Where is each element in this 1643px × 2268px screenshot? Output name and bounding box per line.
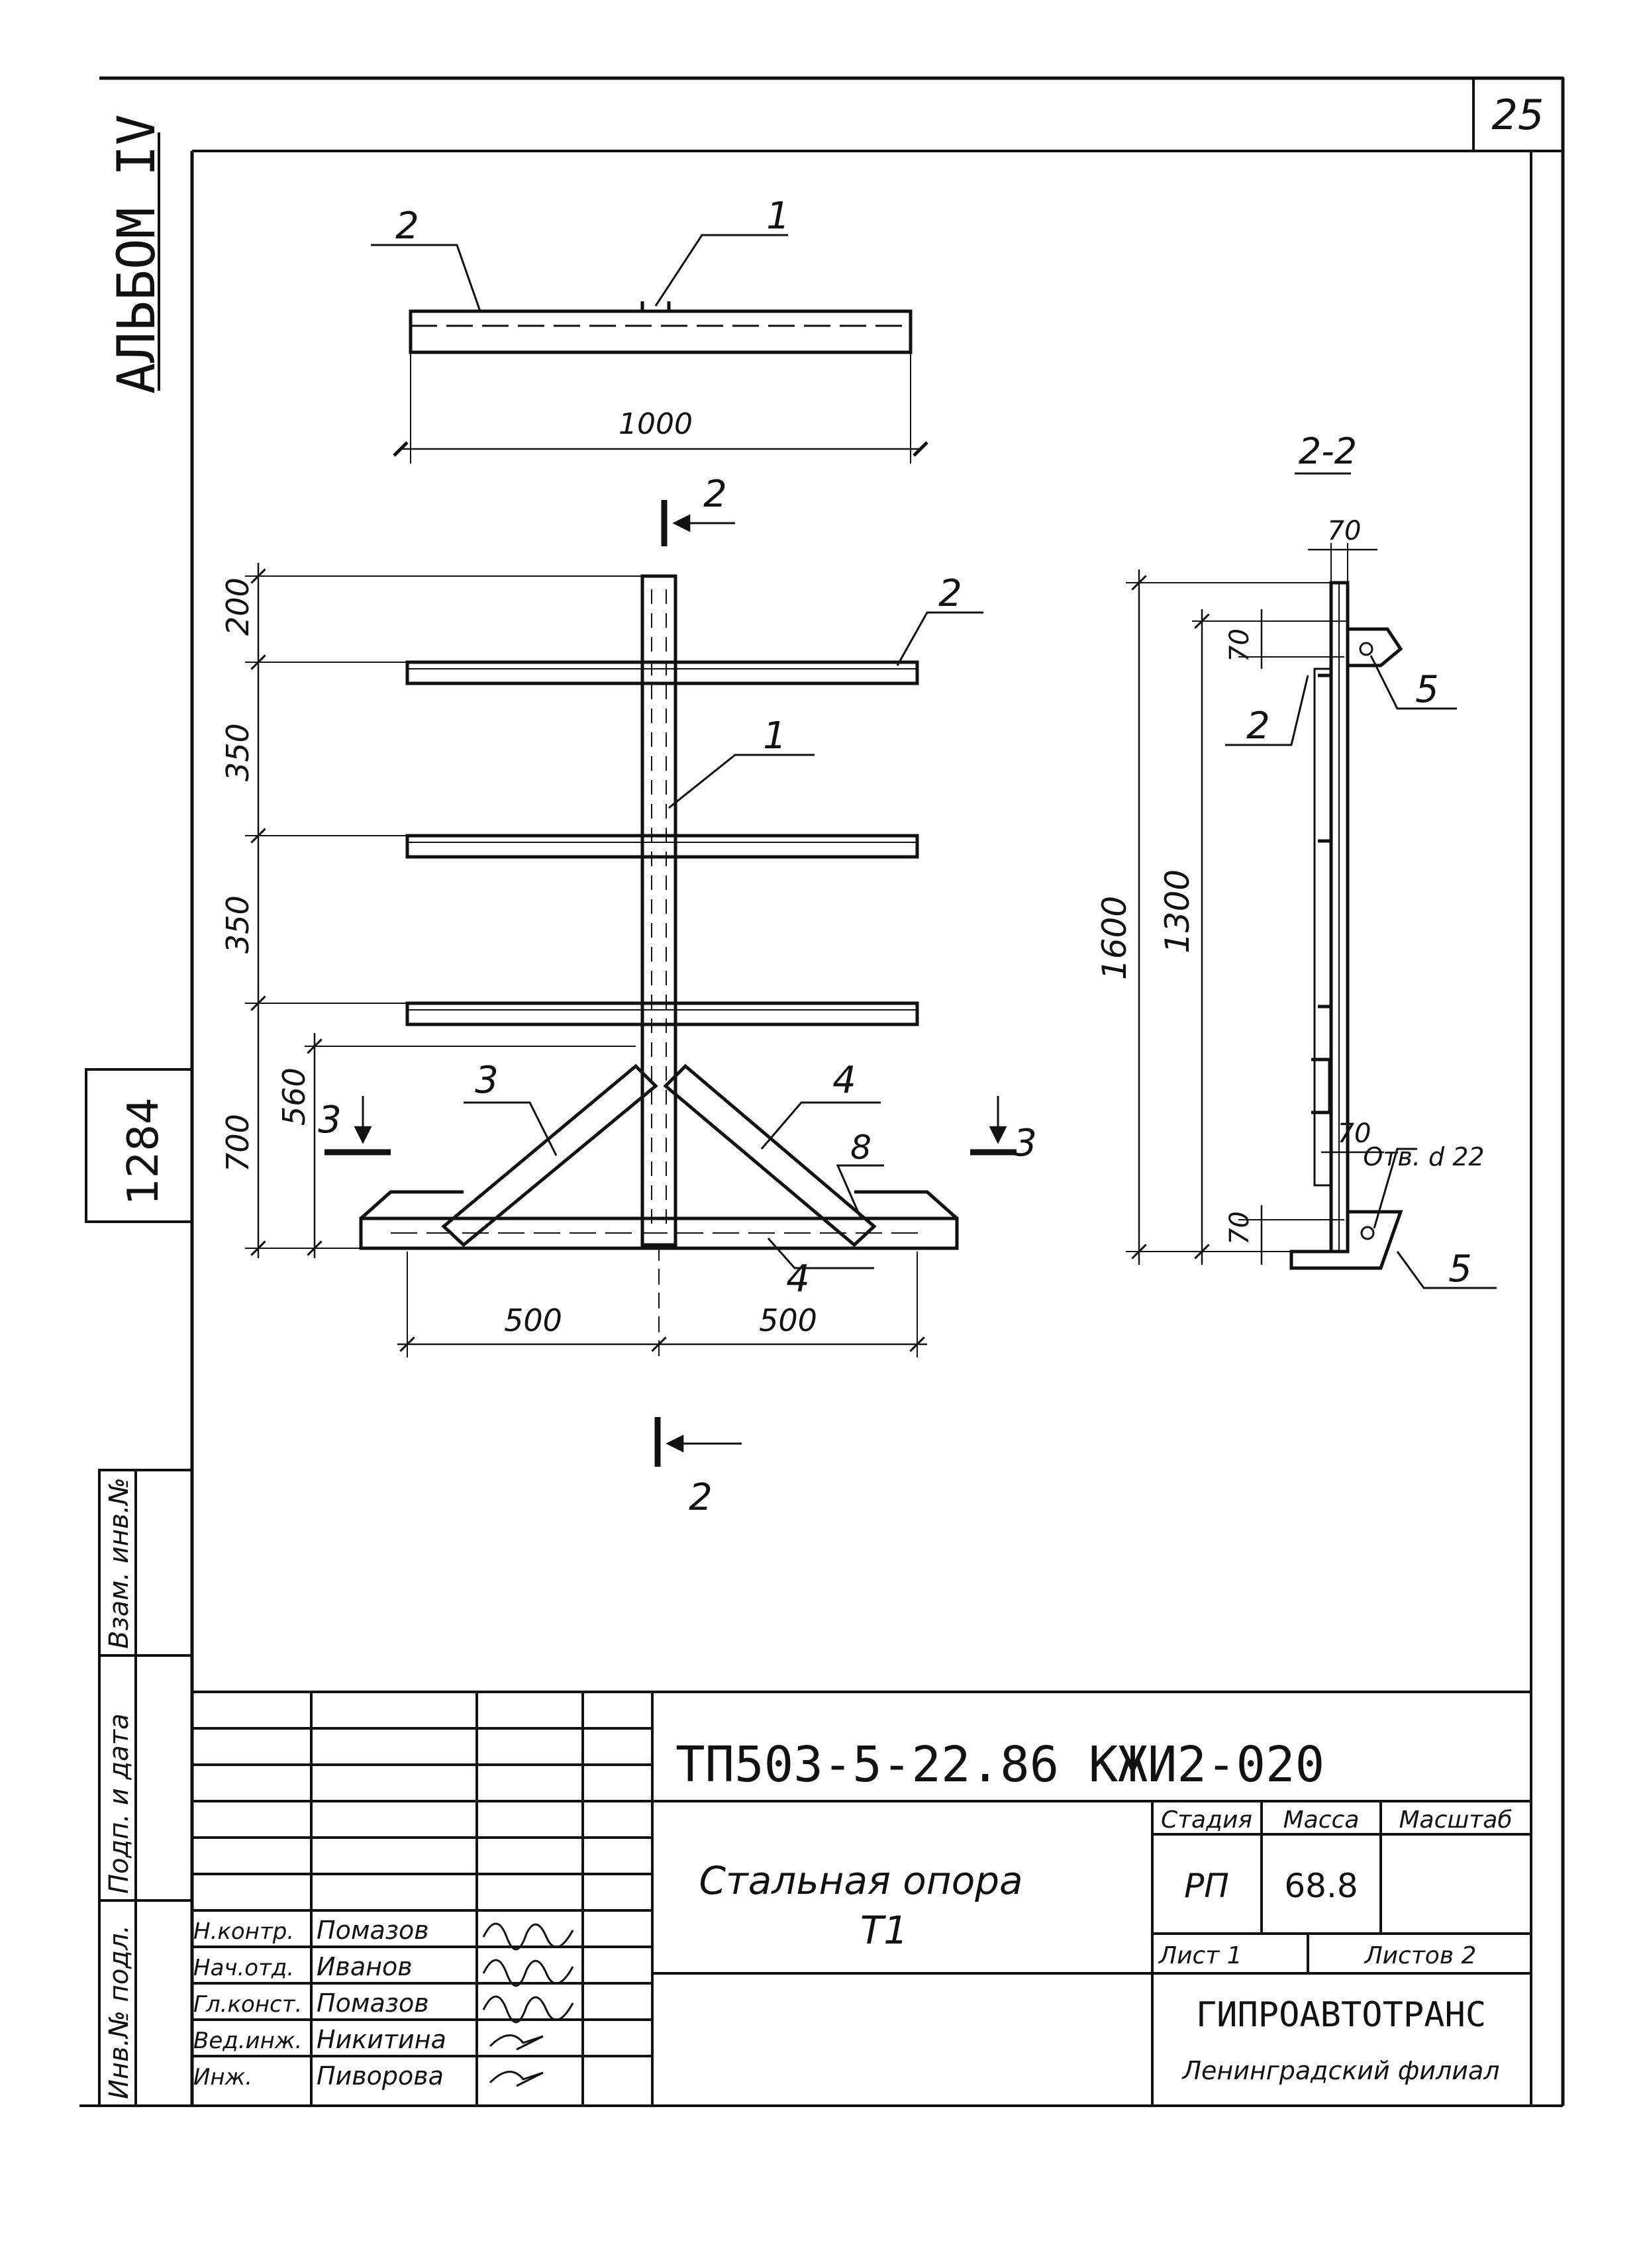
scale-header: Масштаб <box>1399 1806 1512 1834</box>
stamp-podp-data: Подп. и дата <box>104 1714 134 1894</box>
dim-500-left: 500 <box>504 1303 562 1338</box>
section-2-2 <box>1126 472 1497 1289</box>
stamp-vzam-inv: Взам. инв.№ <box>104 1477 134 1649</box>
sig-name-5: Пиворова <box>317 2061 444 2091</box>
handwritten-signatures <box>482 1922 574 2087</box>
sec-callout-5-bottom: 5 <box>1448 1248 1472 1291</box>
title-block <box>192 1691 1531 2106</box>
sec-dim-1300: 1300 <box>1158 869 1197 954</box>
section-marks <box>324 500 1017 1467</box>
section-mark-top: 2 <box>703 473 727 516</box>
sig-role-1: Н.контр. <box>193 1918 294 1945</box>
top-view <box>371 234 928 464</box>
dim-200: 200 <box>220 577 256 636</box>
sig-name-1: Помазов <box>317 1916 429 1945</box>
side-number: 1284 <box>119 1097 168 1205</box>
dim-560: 560 <box>276 1067 312 1126</box>
sig-role-5: Инж. <box>193 2064 252 2091</box>
doc-code: ТП503-5-22.86 КЖИ2-020 <box>675 1736 1324 1793</box>
doc-item: Т1 <box>860 1908 908 1953</box>
section-mark-right: 3 <box>1013 1122 1037 1165</box>
sig-name-4: Никитина <box>317 2025 446 2054</box>
top-view-callout-2: 2 <box>395 205 419 248</box>
sheet-frame <box>79 76 1565 2107</box>
top-view-dim-1000: 1000 <box>619 407 693 441</box>
page-number: 25 <box>1492 91 1544 139</box>
dim-500-right: 500 <box>759 1303 817 1338</box>
album-label: АЛЬБОМ IV <box>107 114 167 394</box>
sec-callout-2: 2 <box>1246 705 1270 748</box>
hole-note: Отв. d 22 <box>1363 1142 1484 1171</box>
sig-role-3: Гл.конст. <box>193 1991 302 2018</box>
stage-value: РП <box>1184 1867 1229 1905</box>
dim-350-a: 350 <box>220 723 256 781</box>
callout-4-base: 4 <box>786 1257 810 1301</box>
side-number-box <box>85 1068 192 1223</box>
callout-8-plate: 8 <box>850 1128 871 1167</box>
callout-4-brace: 4 <box>832 1059 856 1102</box>
sec-dim-70-top: 70 <box>1328 516 1362 546</box>
sec-dim-70-upper: 70 <box>1224 628 1255 662</box>
front-view <box>245 563 983 1357</box>
left-stamp-strip <box>98 1469 193 2107</box>
dim-700: 700 <box>220 1114 256 1172</box>
sec-dim-70-lower: 70 <box>1338 1118 1371 1149</box>
sheets-total: Листов 2 <box>1364 1942 1477 1969</box>
section-mark-left: 3 <box>318 1099 342 1142</box>
callout-3-brace: 3 <box>475 1059 499 1102</box>
section-mark-bottom: 2 <box>689 1476 713 1519</box>
mass-value: 68.8 <box>1284 1867 1358 1905</box>
sec-dim-1600: 1600 <box>1095 896 1134 980</box>
sec-dim-70-bottom: 70 <box>1224 1211 1255 1245</box>
sig-role-2: Нач.отд. <box>193 1955 294 1981</box>
sig-name-3: Помазов <box>317 1989 429 2018</box>
org-name: ГИПРОАВТОТРАНС <box>1196 1995 1486 2035</box>
sheet-number: Лист 1 <box>1158 1942 1242 1969</box>
signature-rows: Н.контр. Помазов Нач.отд. Иванов Гл.конс… <box>193 1916 446 2091</box>
org-branch: Ленинградский филиал <box>1181 2056 1499 2085</box>
top-view-callout-1: 1 <box>766 195 790 238</box>
dim-350-b: 350 <box>220 895 256 954</box>
callout-2-arm: 2 <box>938 572 962 615</box>
doc-description: Стальная опора <box>699 1858 1022 1903</box>
section-title: 2-2 <box>1299 430 1357 472</box>
sec-callout-5-top: 5 <box>1415 668 1439 711</box>
sig-name-2: Иванов <box>317 1952 413 1981</box>
stage-header: Стадия <box>1161 1806 1252 1834</box>
callout-1-post: 1 <box>763 715 787 758</box>
sig-role-4: Вед.инж. <box>193 2028 302 2054</box>
stamp-inv-podl: Инв.№ подл. <box>104 1925 134 2099</box>
mass-header: Масса <box>1283 1806 1360 1834</box>
